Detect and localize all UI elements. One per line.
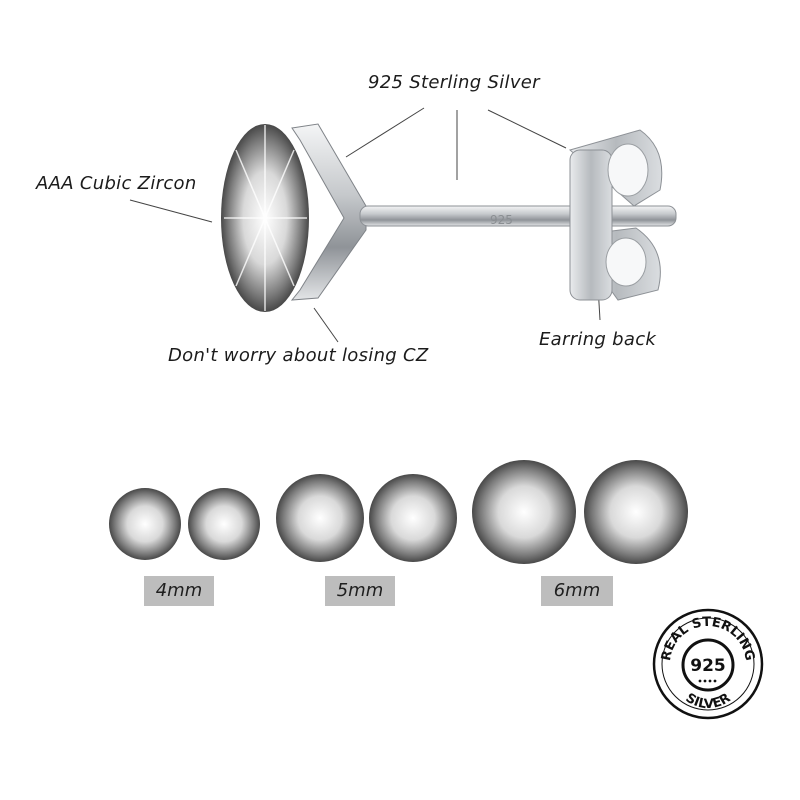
svg-text:SILVER: SILVER <box>683 691 733 712</box>
label-cubic-zircon: AAA Cubic Zircon <box>36 173 197 194</box>
size-studs <box>109 460 688 564</box>
stud-5mm-b <box>369 474 457 562</box>
seal-bottom-text: SILVER <box>683 691 733 712</box>
post-stamp: 925 <box>490 213 513 227</box>
size-tag-5mm: 5mm <box>325 576 395 606</box>
studs-4mm <box>109 488 260 560</box>
pointer-line-zircon <box>129 199 213 223</box>
size-tag-6mm: 6mm <box>541 576 613 606</box>
stud-5mm-a <box>276 474 364 562</box>
stud-4mm-a <box>109 488 181 560</box>
earring-post <box>359 205 677 227</box>
stone-facets <box>224 125 307 311</box>
pointer-line-worry <box>313 307 339 343</box>
pointer-lines <box>129 107 601 343</box>
pointer-line-right <box>487 109 567 149</box>
sterling-seal: REAL STERLING SILVER 925 <box>652 608 764 720</box>
stud-6mm-b <box>584 460 688 564</box>
stud-6mm-a <box>472 460 576 564</box>
stud-4mm-b <box>188 488 260 560</box>
pointer-line-left <box>345 107 425 158</box>
label-earring-back: Earring back <box>539 329 657 350</box>
earring-back <box>568 129 663 301</box>
prong-setting <box>290 123 367 301</box>
studs-6mm <box>472 460 688 564</box>
seal-center-text: 925 <box>690 656 726 676</box>
studs-5mm <box>276 474 457 562</box>
label-sterling-silver: 925 Sterling Silver <box>368 72 540 93</box>
label-dont-worry: Don't worry about losing CZ <box>168 345 429 366</box>
size-tag-4mm: 4mm <box>144 576 214 606</box>
